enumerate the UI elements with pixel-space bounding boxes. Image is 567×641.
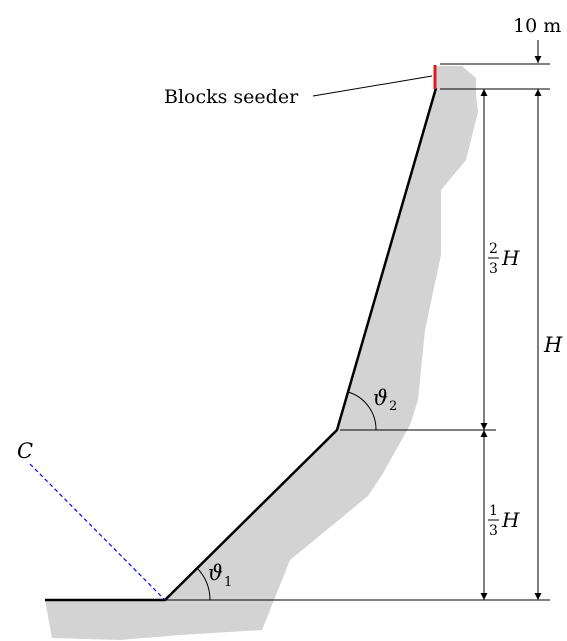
svg-text:H: H (501, 508, 520, 532)
svg-text:3: 3 (489, 523, 498, 539)
C-label: C (17, 439, 33, 463)
terrain-mass (45, 66, 478, 640)
svg-text:1: 1 (489, 503, 498, 519)
one-third-H-label: 1 3 H (488, 503, 520, 539)
svg-text:ϑ: ϑ (208, 561, 223, 585)
seeder-leader (312, 75, 433, 97)
C-line (29, 463, 166, 601)
seeder-label: Blocks seeder (164, 86, 299, 108)
two-thirds-H-label: 2 3 H (488, 241, 520, 277)
svg-text:H: H (501, 246, 520, 270)
theta1-label: ϑ 1 (208, 561, 232, 590)
theta1-arc (196, 567, 211, 601)
H-label: H (543, 333, 563, 357)
svg-text:ϑ: ϑ (373, 386, 388, 410)
slope-profile (45, 87, 438, 602)
theta2-arc (347, 391, 377, 431)
offset-label: 10 m (513, 15, 561, 37)
svg-text:1: 1 (224, 575, 232, 590)
theta2-label: ϑ 2 (373, 386, 397, 414)
svg-text:2: 2 (389, 399, 397, 414)
svg-text:3: 3 (489, 261, 498, 277)
svg-text:2: 2 (489, 241, 498, 257)
